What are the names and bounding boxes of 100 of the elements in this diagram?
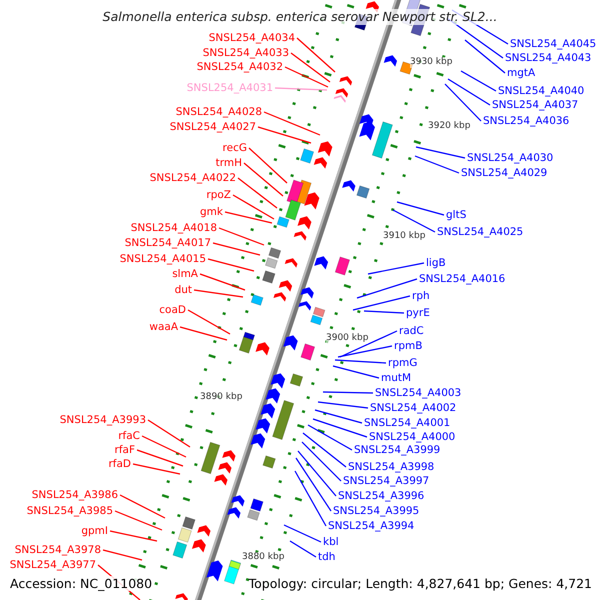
leader-line — [136, 449, 184, 467]
leader-line — [352, 295, 410, 311]
accession-label: Accession: NC_011080 — [10, 576, 152, 591]
gene-label: SNSL254_A3998 — [348, 460, 434, 474]
gene-label: kbl — [323, 535, 339, 549]
gene-label: rpmB — [394, 339, 422, 353]
gene-label: SNSL254_A4022 — [150, 171, 236, 185]
gene-label: SNSL254_A4045 — [510, 37, 596, 51]
leader-line — [338, 345, 392, 358]
leader-line — [298, 450, 336, 496]
scale-label: 3900 kbp — [326, 333, 368, 344]
leader-line — [284, 66, 328, 88]
gene-label: tdh — [318, 550, 336, 564]
leader-line — [224, 211, 272, 224]
gene-label: gpmI — [81, 524, 108, 538]
gene-label: SNSL254_A4027 — [170, 120, 256, 134]
gene-label: rfaC — [118, 429, 140, 443]
leader-line — [356, 278, 418, 299]
gene-label: SNSL254_A4036 — [483, 114, 570, 128]
gene-label: rfaD — [108, 457, 131, 471]
leader-line — [248, 148, 288, 184]
leader-line — [340, 330, 398, 358]
leader-line — [332, 365, 380, 379]
leader-line — [180, 326, 228, 341]
leader-line — [290, 52, 330, 82]
leader-line — [312, 418, 368, 438]
leader-line — [294, 470, 327, 526]
scale-label: 3880 kbp — [242, 552, 284, 563]
leader-line — [364, 310, 404, 314]
gene-label: SNSL254_A4031 — [186, 81, 273, 95]
gene-label: SNSL254_A4015 — [120, 252, 206, 266]
gene-label: SNSL254_A4016 — [419, 272, 506, 286]
leader-line — [142, 435, 186, 458]
gene-label: SNSL254_A4043 — [505, 51, 592, 65]
gene-label: SNSL254_A4040 — [498, 84, 584, 98]
gene-label: SNSL254_A3996 — [338, 489, 424, 503]
leader-line — [334, 359, 386, 364]
leader-line — [416, 146, 466, 159]
gene-label: SNSL254_A4002 — [370, 401, 456, 415]
leader-line — [368, 262, 424, 275]
gene-label: dut — [174, 283, 192, 297]
leader-line — [284, 524, 322, 543]
gene-label: SNSL254_A4030 — [467, 151, 554, 165]
leader-line — [110, 530, 158, 542]
leader-line — [296, 458, 332, 512]
gene-label: SNSL254_A3993 — [60, 413, 146, 427]
leader-line — [258, 126, 312, 144]
gene-label: SNSL254_A4000 — [369, 430, 456, 444]
leader-line — [212, 242, 260, 256]
leader-line — [392, 209, 436, 233]
gene-label: SNSL254_A3986 — [32, 488, 118, 502]
gene-label: SNSL254_A4001 — [364, 416, 450, 430]
scale-label: 3890 kbp — [200, 392, 242, 403]
gene-label: mutM — [381, 371, 412, 385]
topology-label: Topology: circular; Length: 4,827,641 bp; Genes: 4,721 — [248, 576, 592, 591]
leader-line — [448, 78, 490, 106]
gene-label: trmH — [216, 156, 242, 170]
scale-label: 3910 kbp — [383, 231, 426, 242]
leader-line — [264, 111, 320, 136]
gene-label: SNSL254_A3978 — [14, 543, 101, 557]
leader-line — [102, 549, 142, 561]
gene-label: radC — [399, 324, 424, 338]
gene-label: SNSL254_A3995 — [333, 504, 420, 518]
gene-label: SNSL254_A4018 — [130, 221, 217, 235]
leader-line — [314, 409, 362, 424]
gene-label: SNSL254_A4003 — [375, 386, 462, 400]
gene-label: recG — [222, 141, 247, 155]
scale-label: 3920 kbp — [428, 121, 470, 132]
gene-label: SNSL254_A3985 — [26, 504, 113, 518]
leader-line — [460, 70, 496, 92]
leader-line — [414, 155, 460, 174]
leader-line — [302, 432, 346, 468]
gene-label: ligB — [426, 256, 446, 270]
gene-label: SNSL254_A4029 — [461, 166, 548, 180]
gene-label: SNSL254_A4025 — [437, 225, 524, 239]
gene-label: SNSL254_A3999 — [354, 443, 440, 457]
gene-label: SNSL254_A4028 — [176, 105, 262, 119]
gene-label: slmA — [172, 267, 198, 281]
scale-label: 3930 kbp — [410, 57, 452, 68]
leader-line — [244, 162, 284, 196]
leader-line — [132, 463, 180, 475]
leader-line — [120, 494, 166, 519]
leader-line — [444, 84, 482, 122]
gene-label: rpoZ — [206, 188, 231, 202]
leader-line — [302, 442, 342, 482]
gene-label: SNSL254_A4032 — [196, 60, 283, 74]
leader-line — [218, 227, 264, 246]
leader-line — [396, 201, 444, 216]
leader-line — [308, 424, 352, 451]
leader-line — [290, 540, 316, 558]
gene-label: waaA — [149, 320, 178, 334]
gene-label: coaD — [159, 303, 186, 317]
leader-line — [148, 420, 190, 448]
leader-line — [200, 273, 246, 291]
leader-line — [464, 40, 506, 74]
leader-line — [194, 289, 244, 298]
gene-label: pyrE — [406, 306, 430, 320]
leader-line — [188, 309, 230, 335]
leader-line — [114, 510, 162, 531]
leader-line — [208, 258, 254, 272]
